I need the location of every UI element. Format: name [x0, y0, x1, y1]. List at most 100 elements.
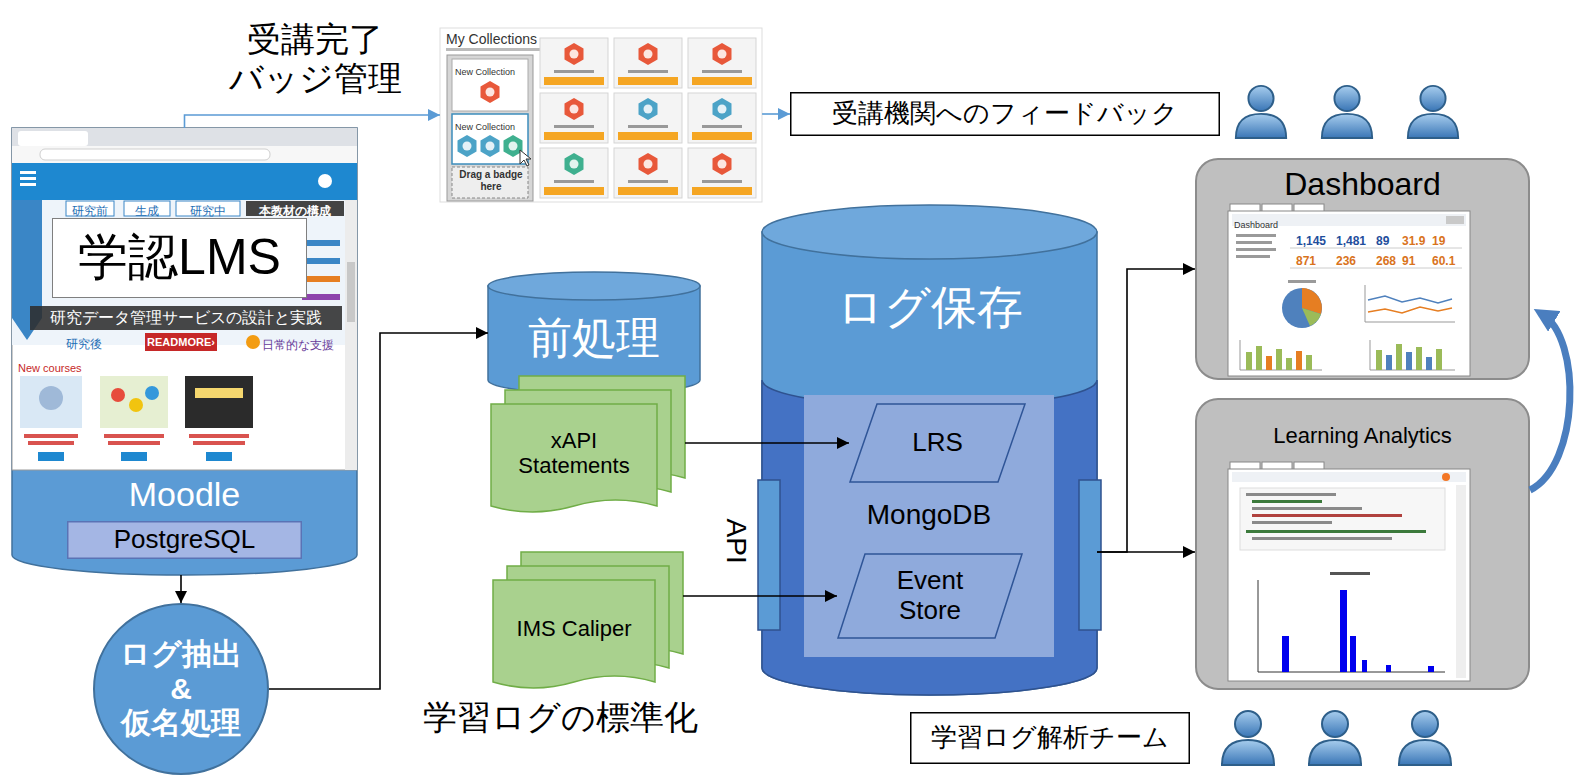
- label-frame: 89: [1376, 231, 1389, 249]
- badge-card: [614, 148, 682, 198]
- text-line: [1236, 248, 1276, 251]
- label-frame: Drag a badge here: [454, 169, 528, 194]
- team-box: 学習ログ解析チーム: [910, 712, 1190, 764]
- label-frame: 生成: [124, 201, 170, 219]
- node-text: MongoDB: [867, 499, 992, 531]
- badge-strip: [692, 132, 752, 140]
- course-figure: [145, 386, 159, 400]
- connector-arrow: [185, 115, 441, 128]
- label-text: 1,481: [1336, 235, 1366, 249]
- bar: [1286, 358, 1292, 370]
- badge-strip: [544, 132, 604, 140]
- text-frame: ログ保存: [782, 275, 1077, 340]
- code-cell: [1240, 488, 1445, 550]
- collection-box: [452, 59, 528, 111]
- course-title: [108, 441, 160, 445]
- scroll-thumb: [347, 262, 355, 322]
- label-text: 91: [1402, 255, 1415, 269]
- label-text: 89: [1376, 235, 1389, 249]
- cylinder-body: [762, 232, 1097, 695]
- cylinder-top: [488, 272, 700, 300]
- node-text: 前処理: [528, 313, 660, 364]
- code-line: [1252, 537, 1392, 540]
- analytics-panel: Learning Analytics: [1195, 398, 1530, 690]
- code-line: [1252, 514, 1402, 517]
- panel-fill: [804, 395, 1054, 657]
- bar: [1386, 355, 1392, 370]
- title-bar: [1232, 472, 1466, 482]
- badge-strip: [692, 187, 752, 195]
- address-field: [40, 149, 270, 160]
- label-frame: 受講完了 バッジ管理: [200, 20, 430, 98]
- person-icon: [1309, 711, 1361, 765]
- text-frame: ログ抽出 & 仮名処理: [115, 623, 247, 755]
- text-frame: Event Store: [877, 557, 983, 635]
- badge-grid: [540, 38, 756, 198]
- label-frame: READMORE›: [145, 333, 217, 351]
- bar: [1306, 355, 1312, 370]
- node-text: LRS: [912, 428, 963, 458]
- course-button: [121, 452, 147, 461]
- node-text: Event Store: [877, 566, 983, 626]
- person-icon: [1322, 86, 1372, 138]
- bar: [1282, 636, 1289, 672]
- label-text: 本教材の構成: [259, 205, 331, 219]
- connector-arrow: [683, 595, 837, 597]
- course-title: [104, 434, 164, 438]
- badge-strip: [618, 187, 678, 195]
- course-button: [206, 452, 232, 461]
- bar: [1406, 352, 1412, 370]
- label-frame: 1,481: [1336, 231, 1366, 249]
- connector-arrow: [1530, 314, 1570, 490]
- document-card: [493, 580, 655, 688]
- bar: [1376, 350, 1382, 370]
- course-figure: [129, 398, 143, 412]
- label-text: 研究後: [66, 338, 102, 352]
- label-frame: 研究中: [176, 201, 240, 219]
- store-parallelogram: LRS: [849, 403, 1026, 483]
- drop-zone: [452, 167, 528, 198]
- logo: [1442, 473, 1450, 481]
- api-bar: [1079, 480, 1101, 630]
- label-frame: 日常的な支援: [262, 335, 334, 353]
- parallelogram: [850, 404, 1025, 482]
- node-text: Learning Analytics: [1273, 423, 1452, 448]
- person-icon: [1408, 86, 1458, 138]
- node-text: 学習ログ解析チーム: [931, 723, 1169, 753]
- code-line: [1246, 493, 1336, 496]
- course-figure: [39, 386, 63, 410]
- label-frame: 学習ログの標準化: [405, 698, 715, 737]
- label-text: Drag a badge here: [454, 169, 528, 192]
- badge-title: [702, 125, 742, 128]
- bar: [1396, 344, 1402, 370]
- label-text: New courses: [18, 362, 82, 375]
- badge-card: [688, 148, 756, 198]
- bar: [1350, 636, 1356, 672]
- label-text: 268: [1376, 255, 1396, 269]
- dashboard-screenshot: [1228, 204, 1470, 376]
- bar: [1340, 590, 1347, 672]
- badge: [481, 135, 500, 157]
- badge-card: [540, 38, 608, 88]
- label-frame: 研究前: [66, 201, 114, 219]
- lms-screenshot: [12, 128, 357, 470]
- label-frame: 31.9: [1402, 231, 1425, 249]
- scrollbar: [345, 200, 357, 470]
- panel-fill: [1196, 159, 1529, 379]
- badge-card: [614, 93, 682, 143]
- label-frame: 本教材の構成: [246, 201, 344, 219]
- text-frame: 前処理: [498, 304, 690, 372]
- user-icon: [318, 174, 332, 188]
- connector-arrow: [685, 442, 849, 444]
- badge-title: [554, 180, 594, 183]
- parallelogram: [838, 554, 1022, 638]
- connector-arrow: [180, 575, 182, 603]
- connector-arrow: [1097, 551, 1195, 553]
- api-bar: [758, 480, 780, 630]
- course-title: [189, 434, 249, 438]
- node-text: xAPI Statements: [499, 428, 649, 479]
- bar-chart-frame: [1370, 340, 1455, 370]
- node-text: IMS Caliper: [517, 616, 632, 641]
- cylinder-body: [12, 128, 357, 575]
- label-frame: 871: [1296, 251, 1316, 269]
